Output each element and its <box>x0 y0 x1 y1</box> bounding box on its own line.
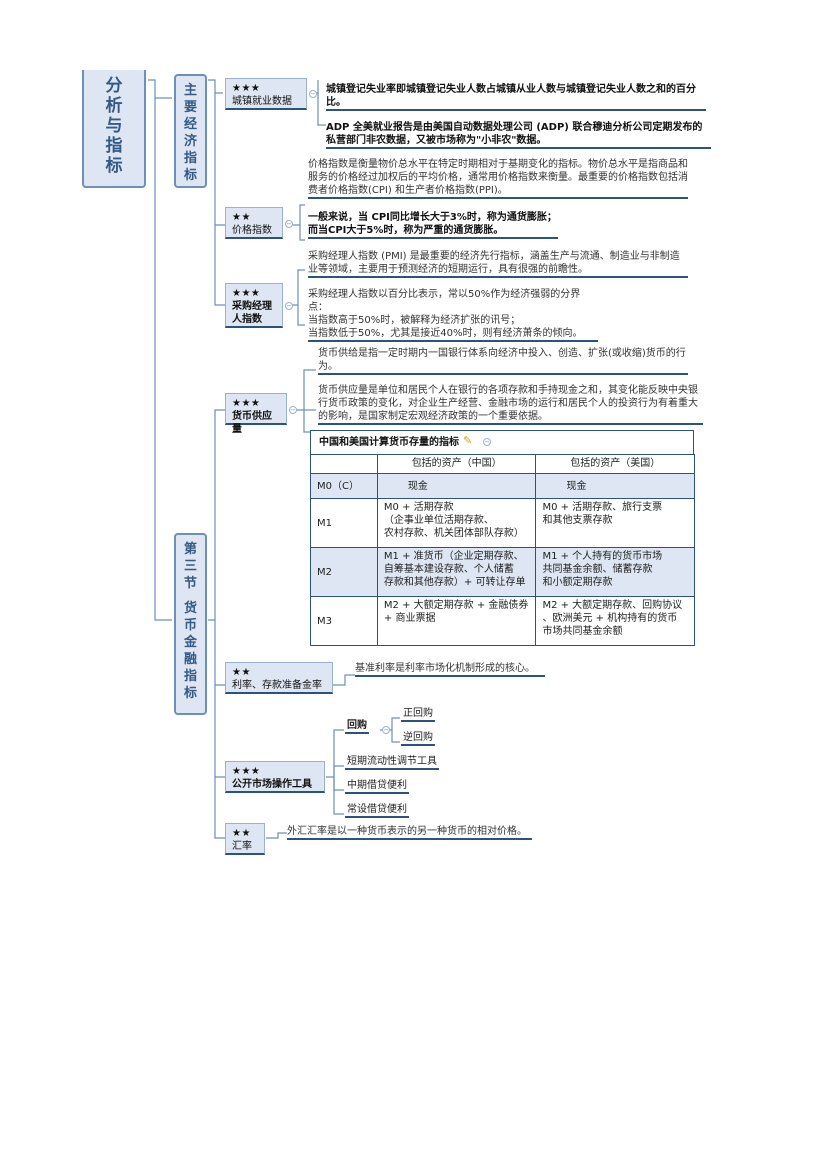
table-cell-us: M0 + 活期存款、旅行支票 和其他支票存款 <box>535 498 695 548</box>
exchange-rate-node[interactable]: ★★ 汇率 <box>225 823 265 855</box>
node-label: 价格指数 <box>232 225 272 236</box>
section-char: 币 <box>183 618 197 633</box>
money-text-2: 货币供应量是单位和居民个人在银行的各项存款和手持现金之和，其变化能反映中央银行货… <box>318 384 703 425</box>
table-row: M0（C） 现金 现金 <box>310 473 695 499</box>
employment-text-2: ADP 全美就业报告是由美国自动数据处理公司 (ADP) 联合穆迪分析公司定期发… <box>326 121 711 149</box>
table-header-cell: 包括的资产（美国） <box>535 454 695 474</box>
table-header-cell <box>310 454 378 474</box>
star-rating: ★★★ <box>232 766 261 777</box>
chapter-title-char: 分 <box>105 76 123 96</box>
table-header-cell: 包括的资产（中国） <box>376 454 537 474</box>
table-cell-label: M3 <box>310 596 378 646</box>
exchange-text-1: 外汇汇率是以一种货币表示的另一种货币的相对价格。 <box>287 825 532 840</box>
star-rating: ★★★ <box>232 398 261 409</box>
node-label: 汇率 <box>232 841 252 852</box>
money-text-1: 货币供给是指一定时期内一国银行体系向经济中投入、创造、扩张(或收缩)货币的行为。 <box>318 347 688 375</box>
table-cell-us: M1 + 个人持有的货币市场 共同基金余额、储蓄存款 和小额定期存款 <box>535 547 695 597</box>
pmi-text-2b: 当指数高于50%时，被解释为经济扩张的讯号； <box>308 315 521 326</box>
pmi-node[interactable]: ★★★ 采购经理 人指数 <box>225 283 283 328</box>
table-cell-cn: M2 + 大额定期存款 + 金融债券 + 商业票据 <box>376 596 537 646</box>
table-cell-label: M2 <box>310 547 378 597</box>
chapter-title-char: 析 <box>105 96 123 116</box>
sf-item[interactable]: 常设借贷便利 <box>345 800 409 818</box>
mlf-item[interactable]: 中期借贷便利 <box>345 776 409 794</box>
main-indicators-char: 要 <box>183 100 197 115</box>
section-char: 金 <box>183 635 197 650</box>
collapse-icon[interactable]: − <box>483 438 491 446</box>
interest-rate-node[interactable]: ★★ 利率、存款准备金率 <box>225 662 333 694</box>
price-text-2: 一般来说，当 CPI同比增长大于3%时，称为通货膨胀； 而当CPI大于5%时，称… <box>308 211 558 239</box>
section-char: 标 <box>183 686 197 701</box>
section-three-node[interactable]: 第 三 节 货 币 金 融 指 标 <box>174 533 207 715</box>
table-row: M3 M2 + 大额定期存款 + 金融债券 + 商业票据 M2 + 大额定期存款… <box>310 596 695 646</box>
section-char: 节 <box>183 576 197 591</box>
section-char: 货 <box>183 601 197 616</box>
node-label: 公开市场操作工具 <box>232 779 312 790</box>
table-cell-cn: 现金 <box>376 473 537 499</box>
main-indicators-char: 济 <box>183 134 197 149</box>
node-label: 货币供应量 <box>232 411 272 435</box>
chapter-title-char: 与 <box>105 116 123 136</box>
chapter-title-char: 标 <box>105 156 123 176</box>
main-indicators-char: 指 <box>183 151 197 166</box>
pmi-text-2c: 当指数低于50%，尤其是接近40%时，则有经济萧条的倾向。 <box>308 328 583 339</box>
table-row: M1 M0 + 活期存款 （企事业单位活期存款、 农村存款、机关团体部队存款） … <box>310 498 695 548</box>
price-text-2b: 而当CPI大于5%时，称为严重的通货膨胀。 <box>308 225 504 236</box>
repo-item[interactable]: 回购 <box>345 716 369 734</box>
pmi-text-2a: 采购经理人指数以百分比表示，常以50%作为经济强弱的分界点： <box>308 289 581 313</box>
table-cell-cn: M0 + 活期存款 （企事业单位活期存款、 农村存款、机关团体部队存款） <box>376 498 537 548</box>
price-text-2a: 一般来说，当 CPI同比增长大于3%时，称为通货膨胀； <box>308 212 557 223</box>
forward-repo-item[interactable]: 正回购 <box>401 704 435 722</box>
star-rating: ★★ <box>232 212 251 223</box>
star-rating: ★★★ <box>232 288 261 299</box>
star-rating: ★★ <box>232 828 251 839</box>
node-label-line2: 人指数 <box>232 314 262 325</box>
section-char <box>176 592 205 600</box>
open-market-node[interactable]: ★★★ 公开市场操作工具 <box>225 761 325 793</box>
star-rating: ★★★ <box>232 83 261 94</box>
collapse-icon[interactable]: − <box>289 406 297 414</box>
section-char: 指 <box>183 669 197 684</box>
chapter-title-node[interactable]: 分 析 与 指 标 <box>82 70 146 188</box>
note-icon[interactable]: ✎ <box>463 434 473 447</box>
price-text-1: 价格指数是衡量物价总水平在特定时期相对于基期变化的指标。物价总水平是指商品和服务… <box>308 158 688 199</box>
table-row: 包括的资产（中国） 包括的资产（美国） <box>310 454 695 474</box>
collapse-icon[interactable]: − <box>285 302 293 310</box>
table-cell-label: M1 <box>310 498 378 548</box>
table-cell-us: 现金 <box>535 473 695 499</box>
interest-text-1: 基准利率是利率市场化机制形成的核心。 <box>355 662 545 677</box>
table-cell-cn: M1 + 准货币（企业定期存款、 自筹基本建设存款、个人储蓄 存款和其他存款）+… <box>376 547 537 597</box>
chapter-title-char: 指 <box>105 136 123 156</box>
money-table: 包括的资产（中国） 包括的资产（美国） M0（C） 现金 现金 M1 M0 + … <box>310 454 695 646</box>
employment-text-1: 城镇登记失业率即城镇登记失业人数占城镇从业人数与城镇登记失业人数之和的百分比。 <box>326 83 706 111</box>
pmi-text-1: 采购经理人指数 (PMI) 是最重要的经济先行指标，涵盖生产与流通、制造业与非制… <box>308 250 688 278</box>
pmi-text-2: 采购经理人指数以百分比表示，常以50%作为经济强弱的分界点： 当指数高于50%时… <box>308 288 598 342</box>
main-indicators-char: 标 <box>183 168 197 183</box>
slf-item[interactable]: 短期流动性调节工具 <box>345 752 439 770</box>
node-label-line1: 采购经理 <box>232 301 272 312</box>
table-cell-us: M2 + 大额定期存款、回购协议 、欧洲美元 + 机构持有的货币 市场共同基金余… <box>535 596 695 646</box>
price-index-node[interactable]: ★★ 价格指数 <box>225 207 283 239</box>
section-char: 融 <box>183 652 197 667</box>
collapse-icon[interactable]: − <box>285 220 293 228</box>
table-row: M2 M1 + 准货币（企业定期存款、 自筹基本建设存款、个人储蓄 存款和其他存… <box>310 547 695 597</box>
money-supply-node[interactable]: ★★★ 货币供应量 <box>225 393 287 435</box>
node-label: 利率、存款准备金率 <box>232 680 322 691</box>
main-indicators-char: 主 <box>183 83 197 98</box>
collapse-icon[interactable]: − <box>309 90 317 98</box>
section-char: 三 <box>183 559 197 574</box>
employment-data-node[interactable]: ★★★ 城镇就业数据 <box>225 78 307 110</box>
section-char: 第 <box>183 542 197 557</box>
money-table-title-box[interactable]: 中国和美国计算货币存量的指标 ✎ − <box>310 430 694 454</box>
star-rating: ★★ <box>232 667 251 678</box>
reverse-repo-item[interactable]: 逆回购 <box>401 728 435 746</box>
node-label: 城镇就业数据 <box>232 96 292 107</box>
money-table-title: 中国和美国计算货币存量的指标 <box>319 437 459 448</box>
collapse-icon[interactable]: − <box>382 726 390 734</box>
main-indicators-node[interactable]: 主 要 经 济 指 标 <box>174 74 207 188</box>
main-indicators-char: 经 <box>183 117 197 132</box>
table-cell-label: M0（C） <box>310 473 378 499</box>
